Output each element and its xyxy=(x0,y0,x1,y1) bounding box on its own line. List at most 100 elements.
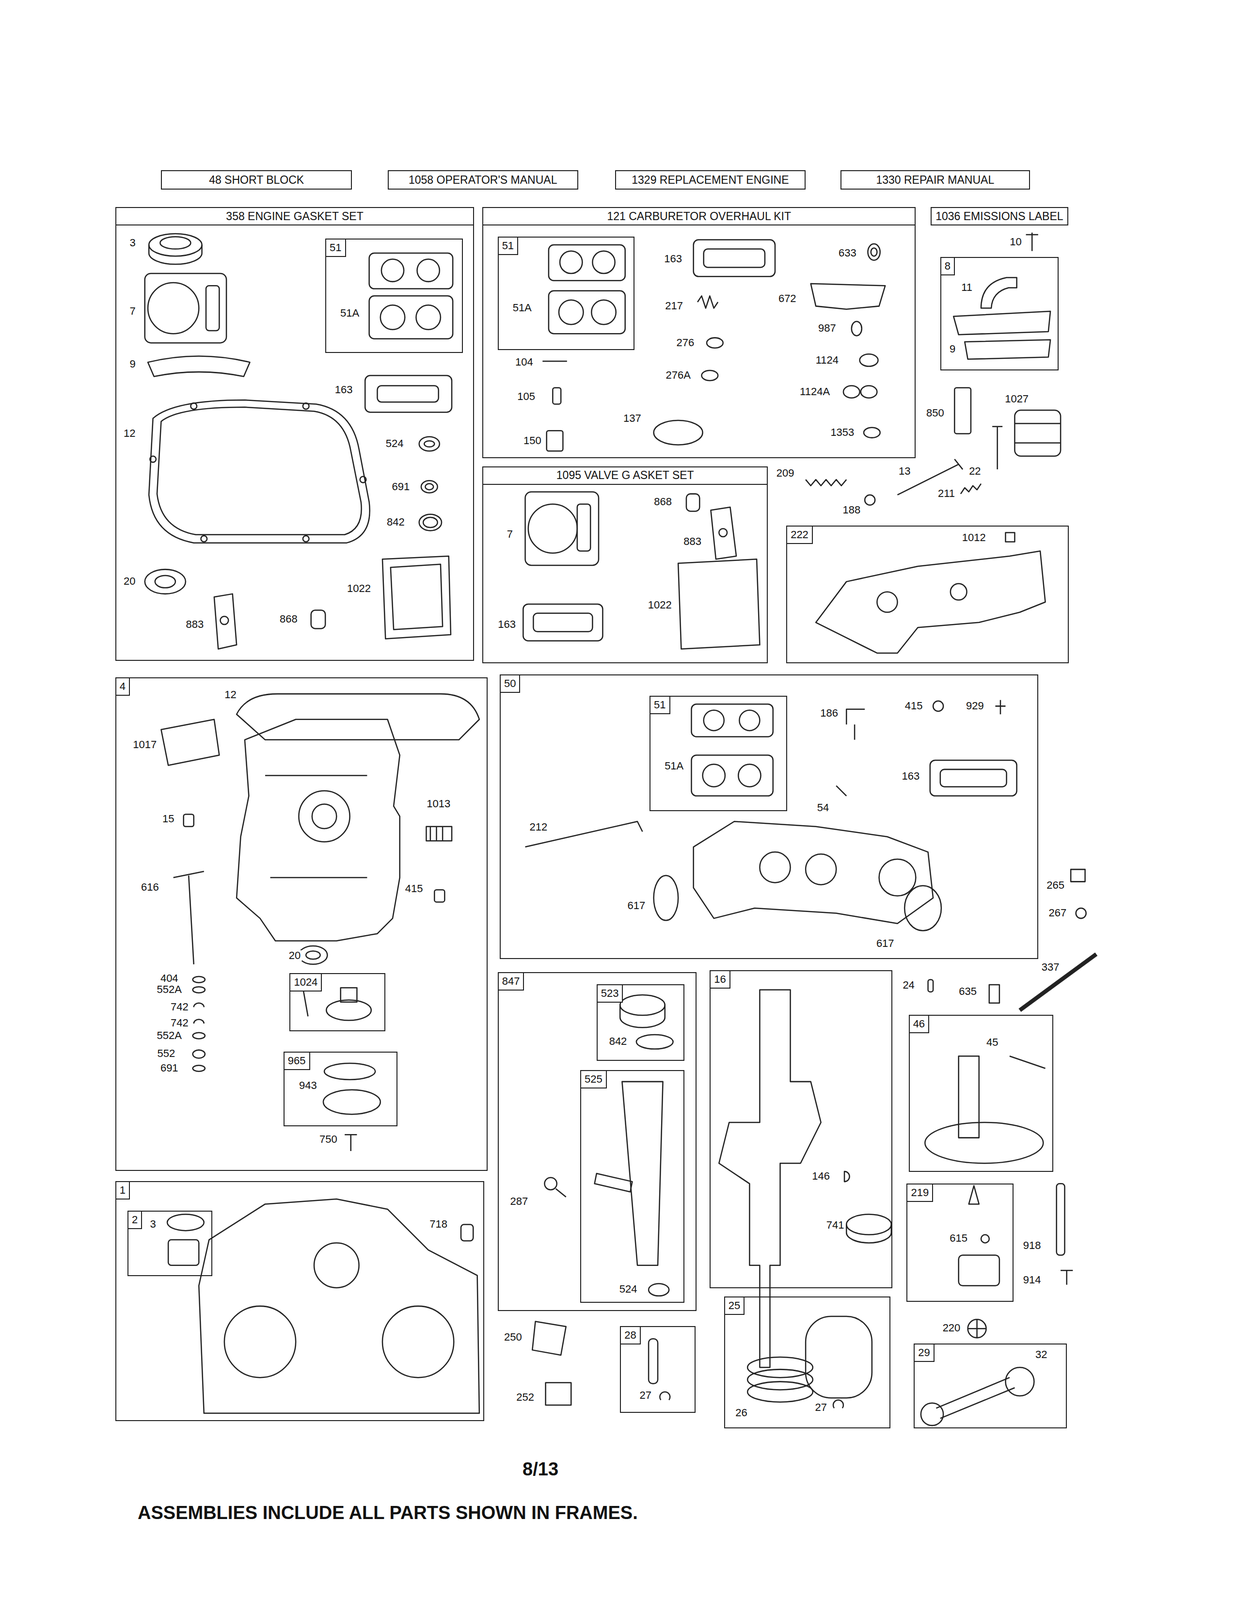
callout-number: 13 xyxy=(897,465,912,477)
valve-gasket-parts xyxy=(678,558,760,649)
callout-number: 146 xyxy=(810,1170,831,1182)
assembly-frame: 16 xyxy=(709,969,893,1288)
crankcase-parts xyxy=(305,950,320,959)
intake-manifold-parts xyxy=(525,821,643,847)
crankcase-parts xyxy=(192,1032,206,1039)
callout-number: 51A xyxy=(663,760,685,772)
intake-manifold-parts xyxy=(759,851,791,883)
gasket-set-parts xyxy=(157,407,362,535)
gasket-set-parts xyxy=(148,233,202,256)
intake-manifold-parts xyxy=(836,785,847,796)
frame-tab: 2 xyxy=(128,1211,143,1229)
oil-fill-parts xyxy=(648,1283,669,1296)
assembly-frame: 51 xyxy=(649,695,788,811)
crankcase-parts xyxy=(160,693,479,1151)
callout-number: 616 xyxy=(140,881,160,893)
small-parts xyxy=(648,1338,658,1384)
crankcase-parts xyxy=(183,813,194,826)
callout-number: 163 xyxy=(663,253,683,265)
gasket-set-parts xyxy=(424,440,435,447)
crankcase-parts xyxy=(193,1018,205,1023)
crankcase-parts xyxy=(434,889,445,902)
callout-number: 914 xyxy=(1022,1274,1043,1285)
product-box: 1058 OPERATOR'S MANUAL xyxy=(387,170,579,190)
gasket-set-parts xyxy=(147,356,250,377)
product-box: 1036 EMISSIONS LABEL xyxy=(930,206,1068,226)
frame-number: 51 xyxy=(502,239,514,253)
frame-number: 219 xyxy=(910,1186,929,1199)
assembly-frame: 51 xyxy=(497,236,635,350)
page-number: 8/13 xyxy=(521,1459,560,1478)
assembly-frame: 12 xyxy=(115,1180,485,1421)
camshaft-parts xyxy=(967,1318,987,1338)
carburetor-kit-parts xyxy=(548,244,626,281)
cylinder-block xyxy=(314,1242,360,1288)
crankcase-parts xyxy=(340,987,358,1002)
small-parts xyxy=(935,1377,1015,1418)
frame-number: 1 xyxy=(119,1183,126,1197)
callout-number: 9 xyxy=(948,343,957,355)
assembly-frame: 523 xyxy=(596,983,685,1061)
gasket-set-parts xyxy=(425,483,434,491)
small-parts xyxy=(747,1381,813,1402)
carburetor-kit-parts xyxy=(871,247,878,256)
callout-number: 51A xyxy=(339,307,361,319)
frame-number: 51 xyxy=(329,241,342,254)
callout-number: 883 xyxy=(682,536,703,547)
crankcase-parts xyxy=(426,826,452,841)
frame-number: 8 xyxy=(944,259,951,273)
callout-number: 741 xyxy=(825,1219,846,1231)
crankcase-parts xyxy=(160,719,220,766)
callout-number: 12 xyxy=(122,427,137,439)
emissions-parts xyxy=(954,387,971,434)
gasket-set-parts xyxy=(381,259,404,282)
crankshaft-parts xyxy=(718,989,821,1367)
small-parts xyxy=(747,1368,813,1390)
assembly-frame: 8 xyxy=(940,256,1059,371)
carburetor-kit-parts xyxy=(592,251,615,274)
emissions-parts xyxy=(981,277,1017,308)
frame-tab: 847 xyxy=(498,972,525,991)
frame-title: 1095 VALVE G ASKET SET xyxy=(556,468,695,482)
frame-tab: 16 xyxy=(710,970,730,989)
gasket-set-parts xyxy=(155,575,176,588)
camshaft-parts xyxy=(924,1055,1073,1338)
frame-number: 29 xyxy=(918,1346,930,1359)
carburetor-kit-parts xyxy=(860,385,878,398)
frame-title: 1036 EMISSIONS LABEL xyxy=(935,209,1063,223)
callout-number: 163 xyxy=(900,770,921,782)
callout-number: 742 xyxy=(169,1017,190,1029)
crankcase-parts xyxy=(192,976,206,983)
callout-number: 15 xyxy=(161,813,175,824)
oil-fill-parts xyxy=(619,994,666,1015)
intake-manifold-parts xyxy=(933,700,944,712)
frame-tab: 219 xyxy=(907,1184,934,1202)
callout-number: 883 xyxy=(184,618,205,630)
small-parts xyxy=(747,1356,813,1378)
assembly-frame: 41024965 xyxy=(115,677,488,1171)
carburetor-kit-parts xyxy=(591,300,616,325)
intake-manifold-parts xyxy=(1070,869,1085,882)
frame-number: 222 xyxy=(790,528,809,541)
frame-tab: 965 xyxy=(284,1052,311,1070)
emissions-parts xyxy=(992,426,1003,470)
callout-number: 11 xyxy=(960,282,974,293)
callout-number: 415 xyxy=(404,883,425,894)
frame-tab: 25 xyxy=(725,1297,745,1315)
gasket-set-parts xyxy=(147,282,199,334)
product-box: 1329 REPLACEMENT ENGINE xyxy=(615,170,806,190)
frame-tab: 50 xyxy=(500,675,521,693)
crankcase-parts xyxy=(344,1134,357,1151)
kit-frame: 358 ENGINE GASKET SET51 xyxy=(115,206,475,661)
callout-number: 26 xyxy=(734,1407,748,1418)
frame-title: 1329 REPLACEMENT ENGINE xyxy=(631,173,789,187)
callout-number: 252 xyxy=(515,1391,536,1403)
callout-number: 54 xyxy=(816,802,830,813)
gasket-set-parts xyxy=(377,385,439,403)
crankcase-parts xyxy=(236,719,400,941)
callout-number: 7 xyxy=(128,305,137,317)
crankcase-parts xyxy=(324,1062,376,1080)
valve-gasket-parts xyxy=(528,504,578,554)
gasket-set-parts xyxy=(390,564,443,630)
frame-tab: 29 xyxy=(914,1344,935,1362)
